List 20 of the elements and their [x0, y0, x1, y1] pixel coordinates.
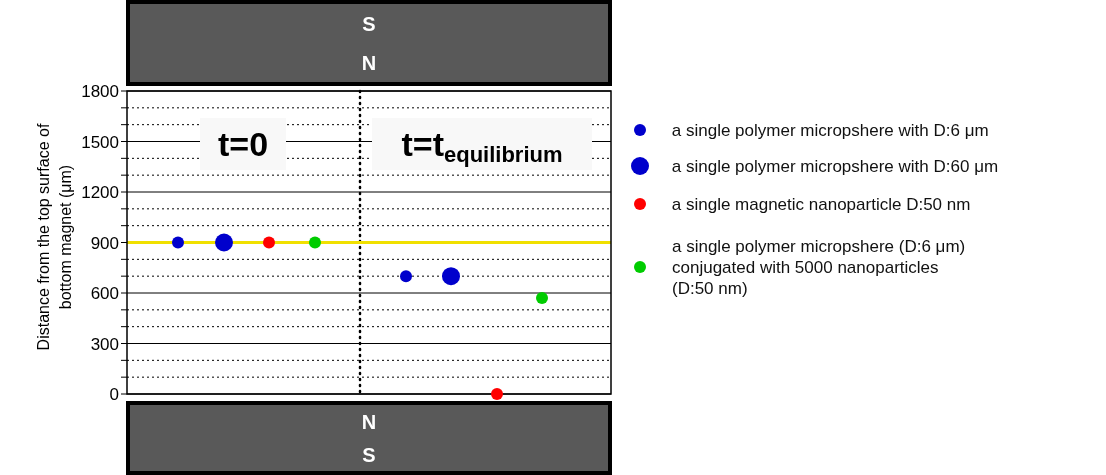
axis-title: Distance from the top surface of bottom magnet (μm) — [34, 122, 75, 353]
axis-tick-label: 1200 — [81, 183, 119, 202]
panel-label: t=0 — [200, 118, 286, 170]
magnet-block — [126, 401, 612, 475]
legend-label: a single polymer micropshere with D:60 μm — [671, 155, 1000, 177]
axis-tick-label: 600 — [90, 284, 119, 303]
pole-label: S — [362, 444, 376, 465]
panel-label: t=t$_{equilibrium}$ — [372, 118, 592, 170]
axis-tick-label: 0 — [109, 385, 119, 400]
magnet-block — [126, 0, 612, 86]
pole-label: N — [361, 52, 377, 73]
axis-tick-label: 900 — [90, 233, 119, 253]
legend-label: a single magnetic nanoparticle D:50 nm — [671, 193, 972, 215]
pole-label: N — [361, 411, 377, 432]
pole-label: S — [362, 13, 376, 34]
axis-tick-label: 1800 — [81, 82, 119, 101]
legend-label: a single polymer micropshere with D:6 μm — [671, 119, 990, 141]
legend-label: a single polymer micropshere (D:6 μm) conjugated with 5000 nanoparticles (D:50 nm) — [672, 235, 967, 299]
axis-tick-label: 1500 — [81, 132, 119, 152]
axis-tick-label: 300 — [90, 334, 119, 354]
